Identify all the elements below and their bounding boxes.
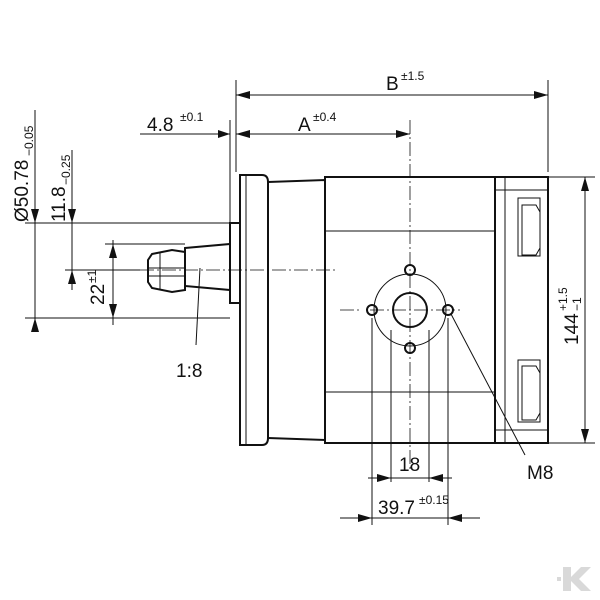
height-tol-lower: −1 [570, 297, 584, 311]
dim-a-label: A [298, 115, 311, 136]
thread-label: M8 [527, 463, 553, 484]
flange-diameter-tolerance: −0.05 [22, 125, 36, 156]
shaft-length-label: 22 [88, 284, 109, 305]
adapter-section [267, 178, 326, 442]
spigot [229, 222, 241, 304]
flange-diameter-label: Ø50.78 [12, 160, 33, 222]
taper-label: 1:8 [176, 361, 202, 382]
port-bolt-spacing-tolerance: ±0.15 [419, 493, 449, 507]
height-tol-upper: +1.5 [556, 287, 570, 311]
center-lines [140, 120, 460, 470]
dim-b-tolerance: ±1.5 [401, 69, 425, 83]
k-logo-icon [557, 567, 591, 591]
mounting-flange [239, 174, 269, 446]
tapered-shaft [184, 242, 231, 292]
dimension-lines [25, 80, 595, 525]
height-label: 144 [562, 313, 583, 345]
shaft-length-tolerance: ±1 [85, 269, 99, 283]
pump-body [239, 174, 549, 446]
flange-thickness-tolerance: ±0.1 [180, 110, 204, 124]
shaft-nut [147, 248, 186, 294]
drive-shaft [147, 222, 241, 304]
dim-a-tolerance: ±0.4 [313, 110, 337, 124]
port-inner-label: 18 [399, 455, 420, 476]
spigot-offset-label: 11.8 [49, 186, 70, 222]
rear-bolts [517, 197, 549, 423]
port-bolt-spacing-label: 39.7 [378, 498, 415, 519]
flange-thickness-label: 4.8 [147, 115, 173, 136]
dimension-labels: B ±1.5 A ±0.4 4.8 ±0.1 144 +1.5 −1 Ø50.7… [12, 69, 584, 519]
spigot-offset-tolerance: −0.25 [59, 154, 73, 185]
dim-b-label: B [386, 74, 399, 95]
